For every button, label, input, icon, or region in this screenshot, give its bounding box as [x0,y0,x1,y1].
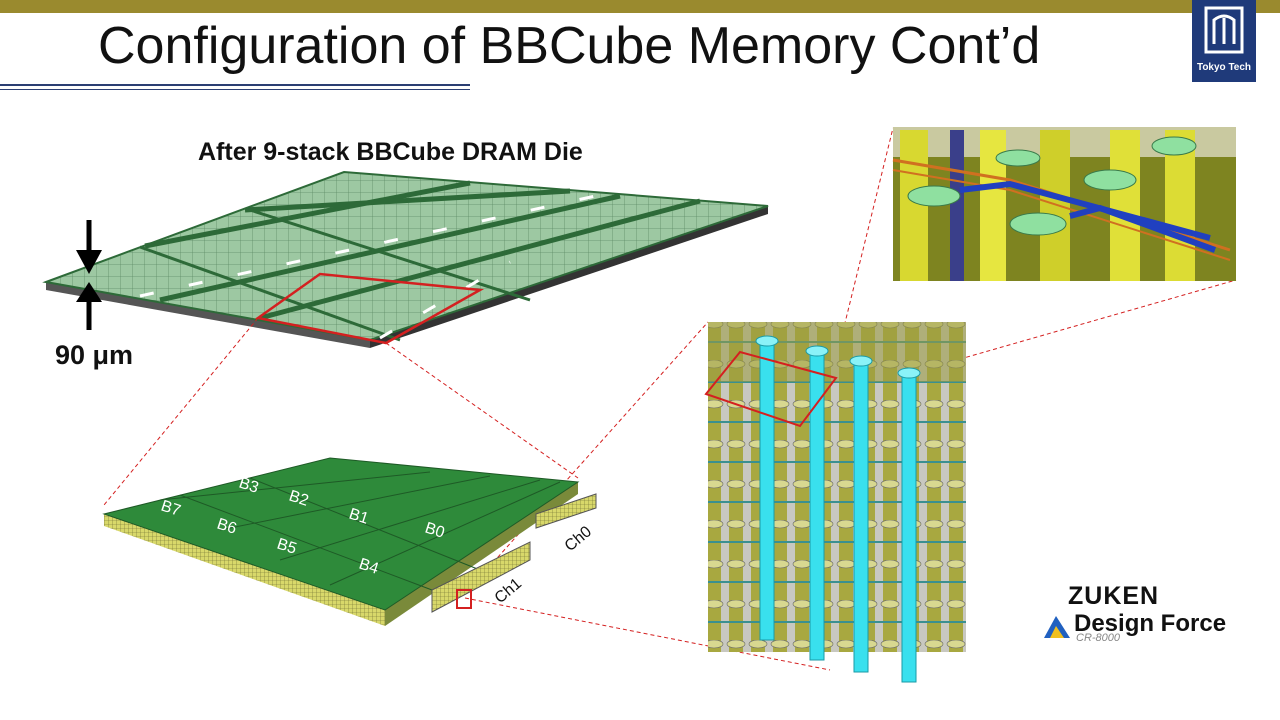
title-underline-thin [0,89,470,90]
logo-text: Tokyo Tech [1196,62,1252,73]
bank-label-b4: B4 [357,556,381,578]
arrow-down-icon [76,250,102,274]
title-underline [0,84,470,86]
stack-subtitle: After 9-stack BBCube DRAM Die [198,138,583,166]
thickness-label: 90 μm [55,340,134,370]
vendor-logo: ZUKEN [1068,582,1160,610]
stack-channel-lines [139,180,701,342]
channel-block-ch0 [535,493,597,529]
stack-side-left [46,282,370,348]
slide-title: Configuration of BBCube Memory Cont’d [98,17,1041,75]
via-zoom-box [456,589,472,609]
dram-stack [42,170,769,348]
tokyo-tech-logo: Tokyo Tech [1192,0,1256,82]
via-detail-box [704,350,838,428]
emblem-icon [1204,6,1244,54]
tsv-render [704,322,966,683]
board-top [102,457,580,611]
design-force-icon [1044,616,1070,638]
zoom-guides [103,127,1237,671]
channel-label-ch1: Ch1 [492,575,525,607]
stack-side-right [370,206,768,348]
closeup-render [892,127,1236,281]
bank-label-b0: B0 [423,520,447,542]
stack-top-face [42,170,769,342]
product-model: CR-8000 [1076,632,1121,644]
bank-label-b2: B2 [287,488,311,510]
thickness-arrows [76,220,102,330]
bank-label-b7: B7 [159,498,183,520]
selected-die-region [254,272,485,345]
product-name: Design Force [1074,610,1227,637]
arrow-up-icon [76,282,102,302]
bank-board: B0 B1 B2 B3 B4 B5 B6 B7 Ch0 Ch1 [102,457,597,626]
channel-label-ch0: Ch0 [562,523,595,555]
bank-label-b5: B5 [275,536,299,558]
header-bar [0,0,1280,13]
board-side-left [104,514,385,626]
bank-label-b1: B1 [347,506,371,528]
bank-label-b6: B6 [215,516,239,538]
board-grid [159,471,561,591]
bank-label-b3: B3 [237,475,261,497]
